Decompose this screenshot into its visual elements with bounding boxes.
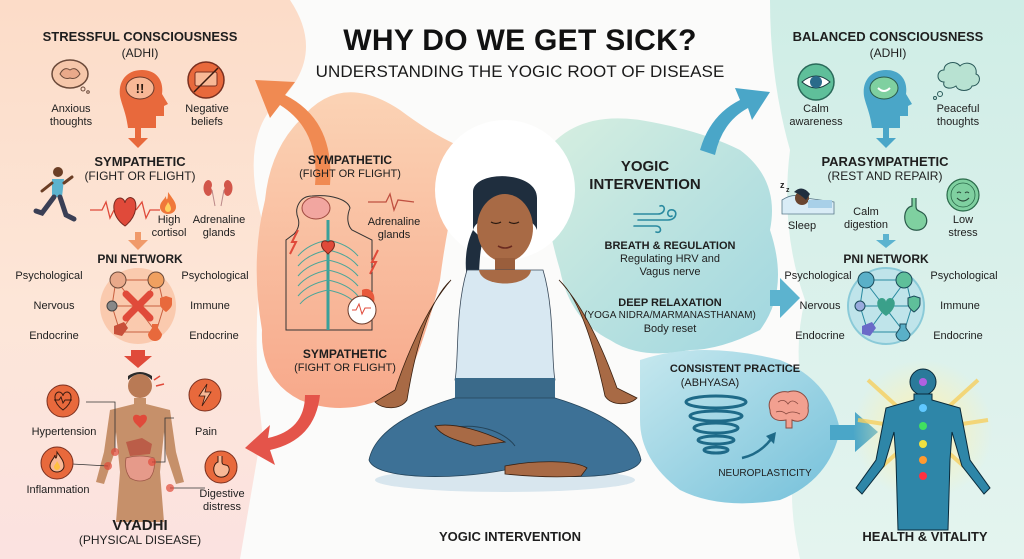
growth-arrow-icon <box>741 432 776 460</box>
spiral-spring-icon <box>684 394 748 455</box>
hypertension-label: Hypertension <box>31 426 97 438</box>
section-title-bottom: SYMPATHETIC <box>302 347 388 361</box>
section-title: HEALTH & VITALITY <box>862 529 988 544</box>
relax-subtitle: (YOGA NIDRA/MARMANASTHANAM) <box>584 310 756 321</box>
center-caption: YOGIC INTERVENTION <box>438 529 582 544</box>
anxious-thoughts-label: Anxious thoughts <box>49 103 93 128</box>
section-subtitle: (FIGHT OR FLIGHT) <box>84 169 196 183</box>
high-cortisol-label: High cortisol <box>151 214 187 239</box>
head-calm-icon <box>863 70 912 128</box>
svg-text:z: z <box>780 180 785 190</box>
symptom-connectors <box>71 401 205 492</box>
neuroplasticity-label: NEUROPLASTICITY <box>718 468 812 479</box>
heart-pulse-icon <box>46 384 80 418</box>
pni-label-psychological-left: Psychological <box>15 270 83 282</box>
cloud-thought-icon <box>933 62 980 100</box>
section-subtitle: (ADHI) <box>121 46 159 60</box>
brain-icon <box>768 390 809 429</box>
meditating-woman-illustration <box>368 176 642 492</box>
pain-label: Pain <box>194 426 218 438</box>
pni-label-immune: Immune <box>190 300 230 312</box>
pni-label-psychological-right: Psychological <box>930 270 998 282</box>
section-subtitle: (ADHI) <box>869 46 907 60</box>
pni-label-endocrine-right: Endocrine <box>933 330 983 342</box>
breath-title: BREATH & REGULATION <box>604 240 736 252</box>
flame-icon <box>160 192 176 214</box>
sleeping-person-icon: z z <box>780 180 835 215</box>
low-stress-label: Low stress <box>948 214 978 239</box>
calm-digestion-label: Calm digestion <box>843 206 889 231</box>
breath-line1: Regulating HRV and <box>619 253 721 265</box>
intervention-title-line1: YOGIC <box>620 158 670 175</box>
page-subtitle: UNDERSTANDING THE YOGIC ROOT OF DISEASE <box>315 62 725 81</box>
practice-title: CONSISTENT PRACTICE <box>669 363 801 375</box>
pulse-line-icon <box>368 192 415 213</box>
no-speech-icon <box>187 61 225 99</box>
svg-text:z: z <box>786 187 790 194</box>
section-subtitle: (REST AND REPAIR) <box>827 169 943 183</box>
head-alert-icon: !! <box>119 70 168 128</box>
section-title: PNI NETWORK <box>843 252 929 266</box>
pni-label-endocrine-left: Endocrine <box>795 330 845 342</box>
section-title: PNI NETWORK <box>97 252 183 266</box>
section-title: SYMPATHETIC <box>94 154 186 169</box>
running-woman-icon <box>33 167 77 222</box>
section-title: SYMPATHETIC <box>307 153 393 167</box>
glowing-body-chakras-illustration <box>853 360 993 531</box>
brain-thought-bubble-icon <box>51 59 90 94</box>
pni-label-endocrine-right: Endocrine <box>189 330 239 342</box>
relax-line1: Body reset <box>643 323 697 335</box>
smile-icon <box>946 178 980 212</box>
pni-label-psychological-right: Psychological <box>181 270 249 282</box>
eye-icon <box>797 63 835 101</box>
adrenaline-glands-label: Adrenaline glands <box>192 214 246 239</box>
practice-subtitle: (ABHYASA) <box>680 377 740 389</box>
wind-breath-icon <box>633 204 677 234</box>
pni-label-nervous: Nervous <box>33 300 75 312</box>
stomach-icon <box>904 198 928 231</box>
digestive-distress-label: Digestive distress <box>199 488 245 513</box>
breath-line2: Vagus nerve <box>639 266 701 278</box>
pni-label-nervous: Nervous <box>799 300 841 312</box>
intervention-title-line2: INTERVENTION <box>589 176 701 193</box>
flame-icon <box>40 446 74 480</box>
kidneys-icon <box>203 180 233 207</box>
relax-title: DEEP RELAXATION <box>618 297 722 309</box>
section-title: STRESSFUL CONSCIOUSNESS <box>42 29 238 44</box>
inflammation-label: Inflammation <box>26 484 90 496</box>
pni-label-endocrine-left: Endocrine <box>29 330 79 342</box>
adrenaline-glands-label: Adrenaline glands <box>367 216 421 241</box>
section-title: VYADHI <box>112 517 168 534</box>
calm-awareness-label: Calm awareness <box>789 103 843 128</box>
heart-pulse-icon <box>90 197 160 227</box>
nervous-system-illustration <box>285 195 379 331</box>
section-subtitle-bottom: (FIGHT OR FLIGHT) <box>294 362 396 374</box>
peaceful-thoughts-label: Peaceful thoughts <box>936 103 980 128</box>
lightning-icon <box>188 378 222 412</box>
pni-network-broken-diagram <box>100 268 176 344</box>
section-title: PARASYMPATHETIC <box>821 154 949 169</box>
section-title: BALANCED CONSCIOUSNESS <box>792 29 984 44</box>
body-with-symptoms-illustration <box>96 372 184 522</box>
pni-label-psychological-left: Psychological <box>784 270 852 282</box>
section-subtitle: (FIGHT OR FLIGHT) <box>299 168 401 180</box>
stomach-icon <box>204 450 238 484</box>
page-title: WHY DO WE GET SICK? <box>343 24 697 57</box>
pni-label-immune: Immune <box>940 300 980 312</box>
pni-network-balanced-diagram <box>847 267 925 345</box>
section-subtitle: (PHYSICAL DISEASE) <box>78 533 202 547</box>
negative-beliefs-label: Negative beliefs <box>185 103 229 128</box>
svg-text:!!: !! <box>136 81 145 96</box>
sleep-label: Sleep <box>787 220 817 232</box>
